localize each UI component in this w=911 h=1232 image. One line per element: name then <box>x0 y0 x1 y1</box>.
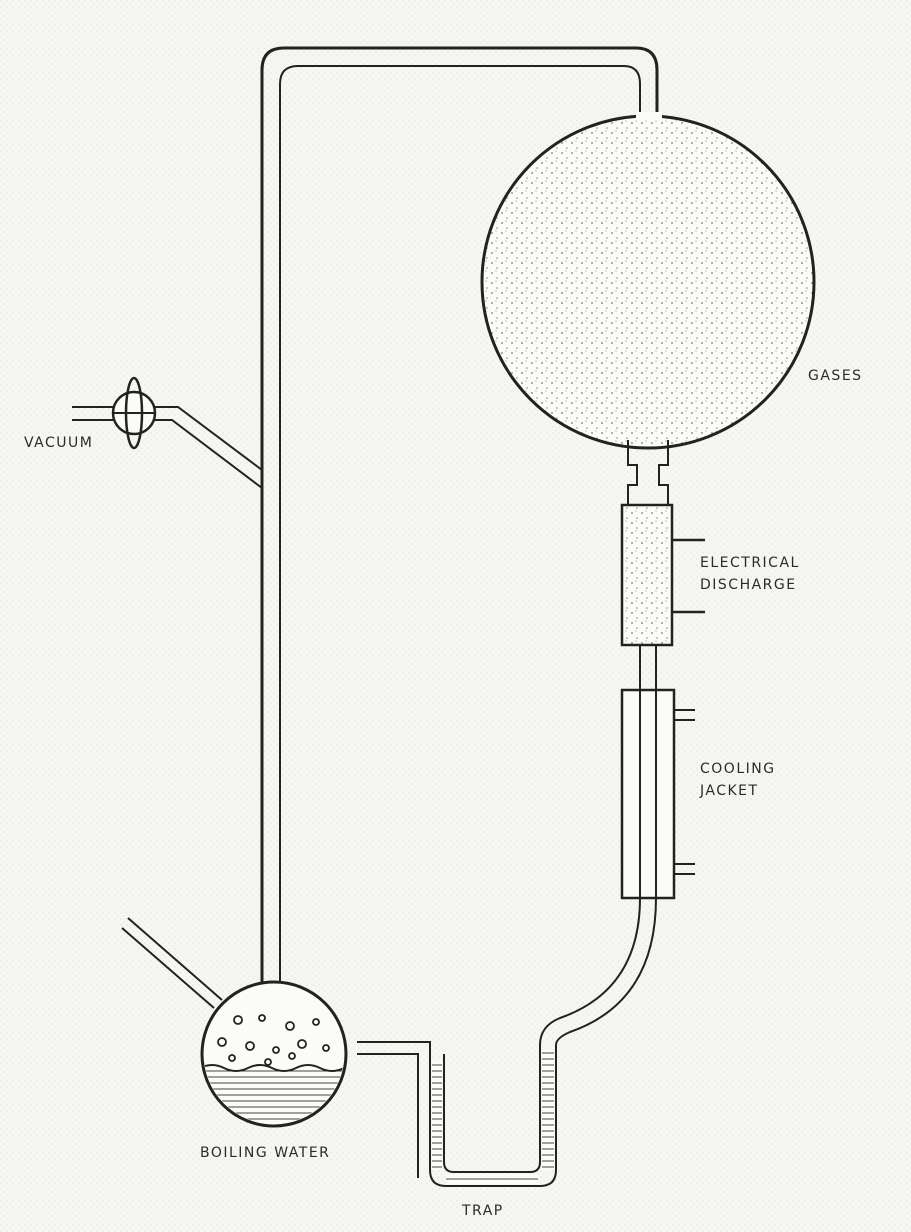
vacuum-line <box>72 376 263 489</box>
condenser <box>620 645 695 900</box>
label-cooling: COOLING <box>700 761 776 777</box>
label-gases: GASES <box>808 368 863 384</box>
vapor-bubbles <box>217 1014 330 1066</box>
label-electrical: ELECTRICAL <box>700 555 800 571</box>
cooling-jacket <box>620 688 676 900</box>
label-trap: TRAP <box>461 1203 504 1219</box>
label-jacket: JACKET <box>699 783 759 799</box>
condensate-line <box>539 897 657 1046</box>
boiling-flask <box>121 917 348 1128</box>
return-tube <box>260 46 659 987</box>
discharge-chamber <box>620 440 705 647</box>
label-discharge: DISCHARGE <box>700 577 797 593</box>
u-trap <box>357 1041 557 1187</box>
label-vacuum: VACUUM <box>24 435 93 451</box>
label-boiling-water: BOILING WATER <box>200 1145 330 1161</box>
stopcock-valve <box>111 376 157 450</box>
gas-flask <box>480 112 816 450</box>
